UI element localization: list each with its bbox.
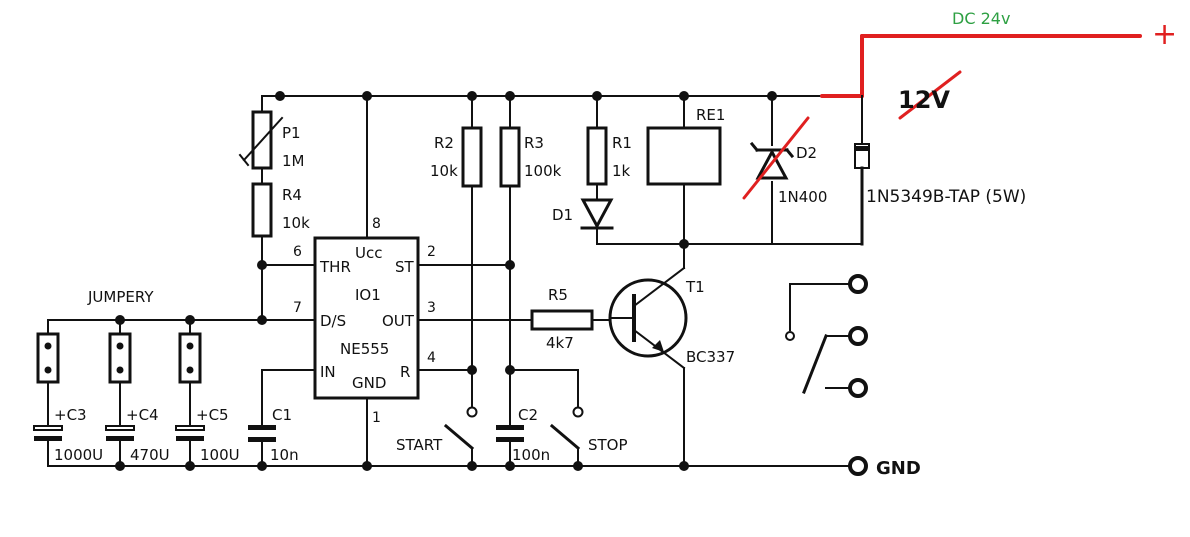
pin-number-2: 2 xyxy=(427,244,436,260)
resistor-r5: R5 4k7 xyxy=(530,286,594,352)
red-annotations: + xyxy=(742,17,1177,200)
r3-value: 100k xyxy=(524,162,562,180)
jumpers: JUMPERY xyxy=(36,288,202,384)
transistor-t1: T1 BC337 xyxy=(608,266,735,370)
c2-value: 100n xyxy=(512,446,550,464)
r3-ref: R3 xyxy=(524,134,544,152)
resistor-r1: R1 1k xyxy=(586,126,632,186)
r2-value: 10k xyxy=(430,162,458,180)
p1-ref: P1 xyxy=(282,124,301,142)
r4-ref: R4 xyxy=(282,186,302,204)
pin-gnd-label: GND xyxy=(352,374,386,392)
r1-ref: R1 xyxy=(612,134,632,152)
switch-stop: STOP xyxy=(549,406,628,454)
c3-value: 1000U xyxy=(54,446,103,464)
wires xyxy=(47,95,863,467)
pin-ucc-label: Ucc xyxy=(355,244,382,262)
pin-number-8: 8 xyxy=(372,216,381,232)
pin-number-1: 1 xyxy=(372,410,381,426)
jumpery-label: JUMPERY xyxy=(87,288,154,306)
re1-ref: RE1 xyxy=(696,106,725,124)
pin-ds-label: D/S xyxy=(320,312,346,330)
capacitor-c5: +C5 100U xyxy=(175,406,240,464)
pin-number-4: 4 xyxy=(427,350,436,366)
relay-coil-re1: RE1 xyxy=(646,106,725,186)
c1-ref: C1 xyxy=(272,406,292,424)
diode-d1: D1 xyxy=(552,198,614,230)
resistor-r2: R2 10k xyxy=(430,126,483,188)
r4-value: 10k xyxy=(282,214,310,232)
capacitor-c1: C1 10n xyxy=(248,406,299,464)
gnd-terminal: GND xyxy=(848,456,921,479)
d2-value: 1N400 xyxy=(778,188,827,206)
switch-start: START xyxy=(396,406,478,454)
pin-in-label: IN xyxy=(320,363,336,381)
d2-ref: D2 xyxy=(796,144,817,162)
c3-ref: +C3 xyxy=(54,406,87,424)
r5-ref: R5 xyxy=(548,286,568,304)
c5-ref: +C5 xyxy=(196,406,229,424)
relay-contacts xyxy=(785,274,868,398)
potentiometer-p1: P1 1M xyxy=(238,110,305,170)
capacitor-c2: C2 100n xyxy=(496,406,550,464)
resistor-r4: R4 10k xyxy=(251,182,310,238)
t1-value: BC337 xyxy=(686,348,735,366)
c2-ref: C2 xyxy=(518,406,538,424)
c4-value: 470U xyxy=(130,446,170,464)
pin-number-6: 6 xyxy=(293,244,302,260)
c5-value: 100U xyxy=(200,446,240,464)
c1-value: 10n xyxy=(270,446,299,464)
capacitor-c3: +C3 1000U xyxy=(33,406,103,464)
r2-ref: R2 xyxy=(434,134,454,152)
p1-value: 1M xyxy=(282,152,305,170)
start-label: START xyxy=(396,436,443,454)
r1-value: 1k xyxy=(612,162,631,180)
ic-part: NE555 xyxy=(340,340,389,358)
resistor-r3: R3 100k xyxy=(499,126,562,188)
d1-ref: D1 xyxy=(552,206,573,224)
capacitor-c4: +C4 470U xyxy=(105,406,170,464)
pin-r-label: R xyxy=(400,363,410,381)
zener-part: 1N5349B-TAP (5W) xyxy=(866,187,1026,207)
pin-number-3: 3 xyxy=(427,300,436,316)
pin-st-label: ST xyxy=(395,258,415,276)
pin-thr-label: THR xyxy=(319,258,351,276)
gnd-label: GND xyxy=(876,458,921,479)
r5-value: 4k7 xyxy=(546,334,574,352)
ic-name: IO1 xyxy=(355,286,381,304)
junctions xyxy=(115,91,777,471)
zener-diode: 12V 1N5349B-TAP (5W) xyxy=(854,86,1026,246)
pin-out-label: OUT xyxy=(382,312,415,330)
stop-label: STOP xyxy=(588,436,628,454)
zener-voltage: 12V xyxy=(898,86,950,114)
pin-number-7: 7 xyxy=(293,300,302,316)
dc-supply-label: DC 24v xyxy=(952,9,1010,28)
t1-ref: T1 xyxy=(685,278,705,296)
c4-ref: +C4 xyxy=(126,406,159,424)
plus-sign: + xyxy=(1152,17,1177,52)
ic-ne555: Ucc THR D/S IN GND ST OUT R IO1 NE555 6 … xyxy=(293,216,436,426)
